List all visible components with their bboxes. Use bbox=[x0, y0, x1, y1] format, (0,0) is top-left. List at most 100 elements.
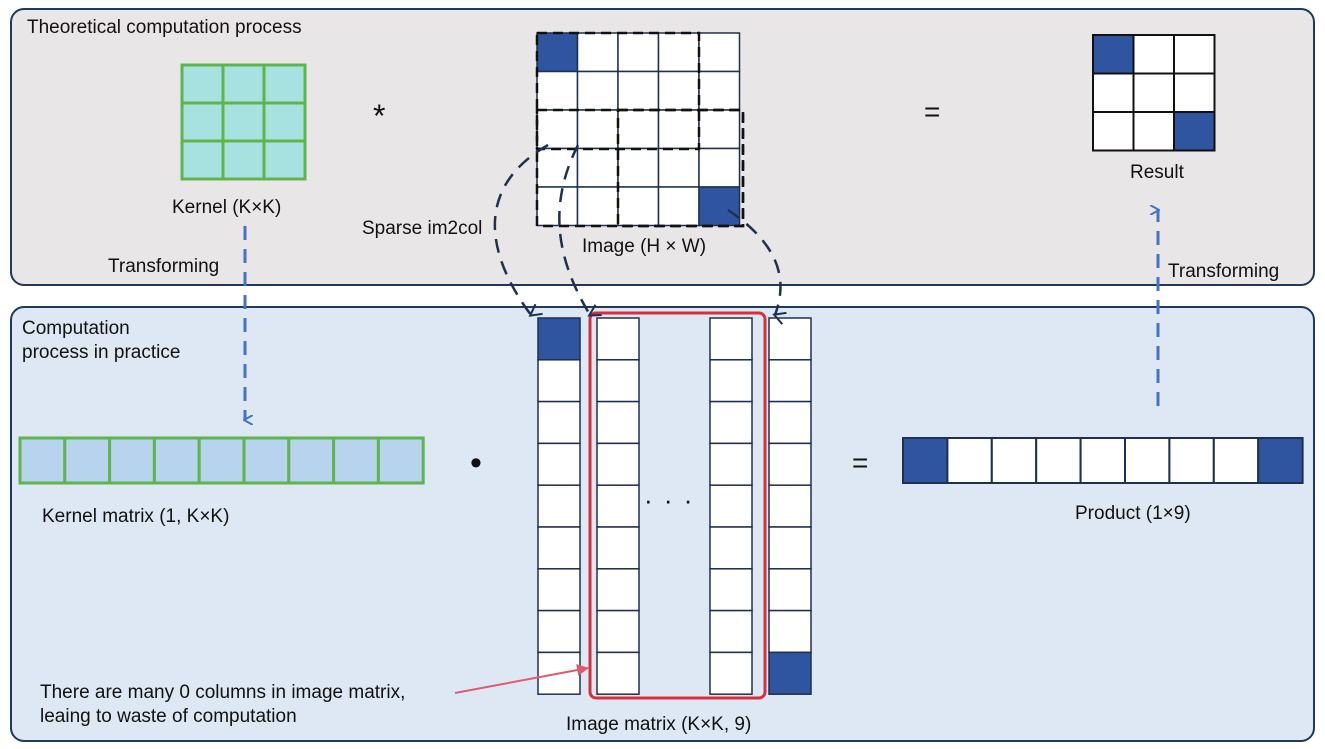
result-label: Result bbox=[1130, 162, 1184, 183]
kernel-cell bbox=[262, 101, 307, 143]
image-matrix-col1-cell bbox=[537, 526, 581, 570]
image-matrix-col4-cell bbox=[768, 568, 812, 612]
image-matrix-col3-cell bbox=[709, 359, 753, 403]
image-cell bbox=[617, 32, 660, 73]
image-matrix-col1-cell bbox=[537, 609, 581, 654]
image-cell bbox=[698, 32, 741, 73]
equals-bottom: = bbox=[852, 447, 869, 478]
image-matrix-col4-cell bbox=[768, 317, 812, 361]
result-cell bbox=[1173, 72, 1216, 113]
practice-title-line1: Computation bbox=[22, 318, 130, 339]
result-cell bbox=[1132, 34, 1175, 75]
result-grid bbox=[1092, 34, 1216, 152]
kernel-cell bbox=[262, 139, 307, 181]
image-matrix-col4-cell bbox=[768, 442, 812, 486]
image-matrix-col4-cell bbox=[768, 359, 812, 403]
transforming-right-label: Transforming bbox=[1168, 261, 1280, 282]
product-label: Product (1×9) bbox=[1075, 503, 1191, 524]
image-cell bbox=[576, 109, 619, 150]
image-matrix-col3-cell bbox=[709, 651, 753, 695]
image-matrix-col4-cell bbox=[768, 651, 812, 695]
result-cell bbox=[1092, 34, 1135, 75]
image-matrix-col1-cell bbox=[537, 442, 581, 486]
kernel-matrix-cell bbox=[152, 436, 201, 485]
note-line1: There are many 0 columns in image matrix… bbox=[40, 682, 406, 703]
result-cell bbox=[1173, 34, 1216, 75]
kernel-grid bbox=[180, 63, 307, 181]
product-cell bbox=[946, 437, 993, 484]
image-matrix-col1-cell bbox=[537, 359, 581, 403]
image-matrix-col3-cell bbox=[709, 526, 753, 570]
image-cell bbox=[698, 186, 741, 227]
product-cell bbox=[902, 437, 949, 484]
result-cell bbox=[1132, 72, 1175, 113]
note-arrow bbox=[454, 664, 589, 694]
image-matrix-col3-cell bbox=[709, 317, 753, 361]
image-matrix-col1-cell bbox=[537, 484, 581, 528]
image-cell bbox=[657, 32, 700, 73]
image-cell bbox=[536, 32, 579, 73]
result-cell bbox=[1173, 111, 1216, 152]
product-cell bbox=[990, 437, 1038, 484]
transforming-left-label: Transforming bbox=[108, 256, 220, 277]
image-matrix-col1-cell bbox=[537, 400, 581, 445]
image-matrix-col3-cell bbox=[709, 609, 753, 654]
image-matrix-col4-cell bbox=[768, 526, 812, 570]
image-matrix-col2-cell bbox=[596, 317, 640, 361]
image-cell bbox=[617, 109, 660, 150]
image-cell bbox=[617, 186, 660, 227]
product-cell bbox=[1257, 437, 1304, 484]
kernel-cell bbox=[180, 63, 225, 105]
kernel-matrix-cell bbox=[108, 436, 156, 485]
result-cell bbox=[1092, 111, 1135, 152]
image-matrix-col3-cell bbox=[709, 442, 753, 486]
sparse-im2col-label: Sparse im2col bbox=[362, 218, 483, 239]
image-cell bbox=[576, 32, 619, 73]
image-matrix-col4-cell bbox=[768, 400, 812, 445]
zero-columns-highlight bbox=[588, 311, 767, 700]
image-matrix-col2-cell bbox=[596, 568, 640, 612]
image-matrix-col3-cell bbox=[709, 484, 753, 528]
practice-panel bbox=[10, 306, 1315, 742]
result-cell bbox=[1092, 72, 1135, 113]
product-cell bbox=[1035, 437, 1082, 484]
kernel-matrix-cell bbox=[376, 436, 425, 485]
image-matrix-col2-cell bbox=[596, 526, 640, 570]
kernel-matrix-label: Kernel matrix (1, K×K) bbox=[42, 506, 230, 527]
product-cell bbox=[1124, 437, 1171, 484]
product-cell bbox=[1168, 437, 1215, 484]
kernel-cell bbox=[180, 139, 225, 181]
kernel-cell bbox=[262, 63, 307, 105]
im2col-arrow-2 bbox=[558, 144, 590, 315]
image-matrix-col4-cell bbox=[768, 484, 812, 528]
kernel-cell bbox=[180, 101, 225, 143]
image-matrix-col4-cell bbox=[768, 609, 812, 654]
image-matrix-col2-cell bbox=[596, 400, 640, 445]
image-cell bbox=[536, 186, 579, 227]
result-cell bbox=[1132, 111, 1175, 152]
image-cell bbox=[536, 70, 579, 111]
practice-title-line2: process in practice bbox=[22, 342, 181, 363]
image-matrix-col2-cell bbox=[596, 484, 640, 528]
ellipsis: · · · bbox=[644, 485, 695, 515]
image-matrix-col2-cell bbox=[596, 651, 640, 695]
kernel-matrix-cell bbox=[242, 436, 291, 485]
kernel-matrix-cell bbox=[63, 436, 112, 485]
image-cell bbox=[657, 147, 700, 188]
image-matrix-col2-cell bbox=[596, 442, 640, 486]
image-cell bbox=[657, 109, 700, 150]
image-cell bbox=[698, 147, 741, 188]
image-matrix-col1-cell bbox=[537, 568, 581, 612]
window-outline-top-left bbox=[535, 31, 701, 151]
kernel-cell bbox=[221, 139, 266, 181]
kernel-matrix-cell bbox=[287, 436, 336, 485]
image-matrix-col1-cell bbox=[537, 317, 581, 361]
kernel-cell bbox=[221, 101, 266, 143]
image-label: Image (H × W) bbox=[582, 236, 707, 257]
kernel-cell bbox=[221, 63, 266, 105]
image-matrix-label: Image matrix (K×K, 9) bbox=[566, 714, 752, 735]
image-cell bbox=[536, 147, 579, 188]
kernel-matrix-cell bbox=[332, 436, 380, 485]
window-outline-bottom-right bbox=[616, 108, 745, 228]
